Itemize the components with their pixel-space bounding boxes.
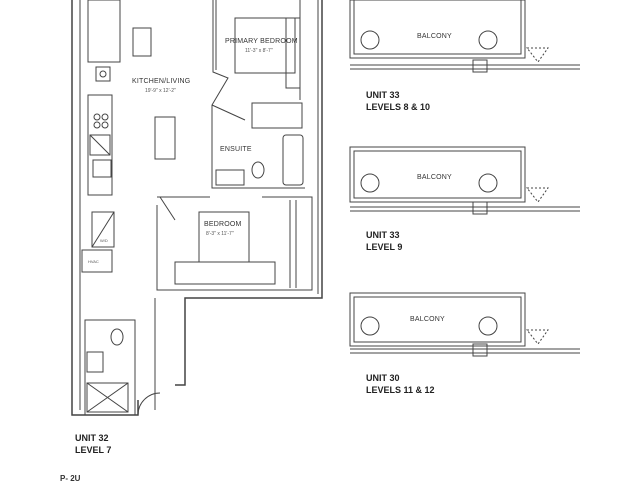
wd-label: W/D: [100, 238, 108, 243]
room-label-kitchen-living: KITCHEN/LIVING: [132, 78, 191, 85]
balcony-label: BALCONY: [417, 174, 452, 181]
unit-32-caption: UNIT 32 LEVEL 7: [75, 432, 111, 456]
unit-level: LEVELS 8 & 10: [366, 102, 431, 112]
unit-32-walls: [71, 0, 323, 416]
room-size-kitchen-living: 19'-9" x 12'-2": [145, 88, 176, 94]
room-label-bedroom: BEDROOM: [204, 221, 242, 228]
unit-level: LEVEL 7: [75, 445, 112, 455]
unit-name: UNIT 33: [366, 230, 400, 240]
balcony-plans: [349, 0, 580, 357]
balcony-label: BALCONY: [410, 316, 445, 323]
unit-name: UNIT 33: [366, 90, 400, 100]
unit-level: LEVEL 9: [366, 242, 403, 252]
unit-name: UNIT 30: [366, 373, 400, 383]
room-size-primary-bedroom: 11'-3" x 8'-7": [245, 48, 273, 54]
room-label-primary-bedroom: PRIMARY BEDROOM: [225, 38, 298, 45]
room-label-ensuite: ENSUITE: [220, 146, 252, 153]
room-size-bedroom: 8'-3" x 11'-7": [206, 231, 234, 237]
variant-caption: UNIT 30 LEVELS 11 & 12: [366, 372, 435, 396]
unit-name: UNIT 32: [75, 433, 109, 443]
balcony-label: BALCONY: [417, 33, 452, 40]
variant-caption: UNIT 33 LEVELS 8 & 10: [366, 89, 430, 113]
hvac-label: HVAC: [88, 259, 99, 264]
sheet-reference: P- 2U: [60, 474, 81, 483]
variant-caption: UNIT 33 LEVEL 9: [366, 229, 402, 253]
unit-level: LEVELS 11 & 12: [366, 385, 435, 395]
